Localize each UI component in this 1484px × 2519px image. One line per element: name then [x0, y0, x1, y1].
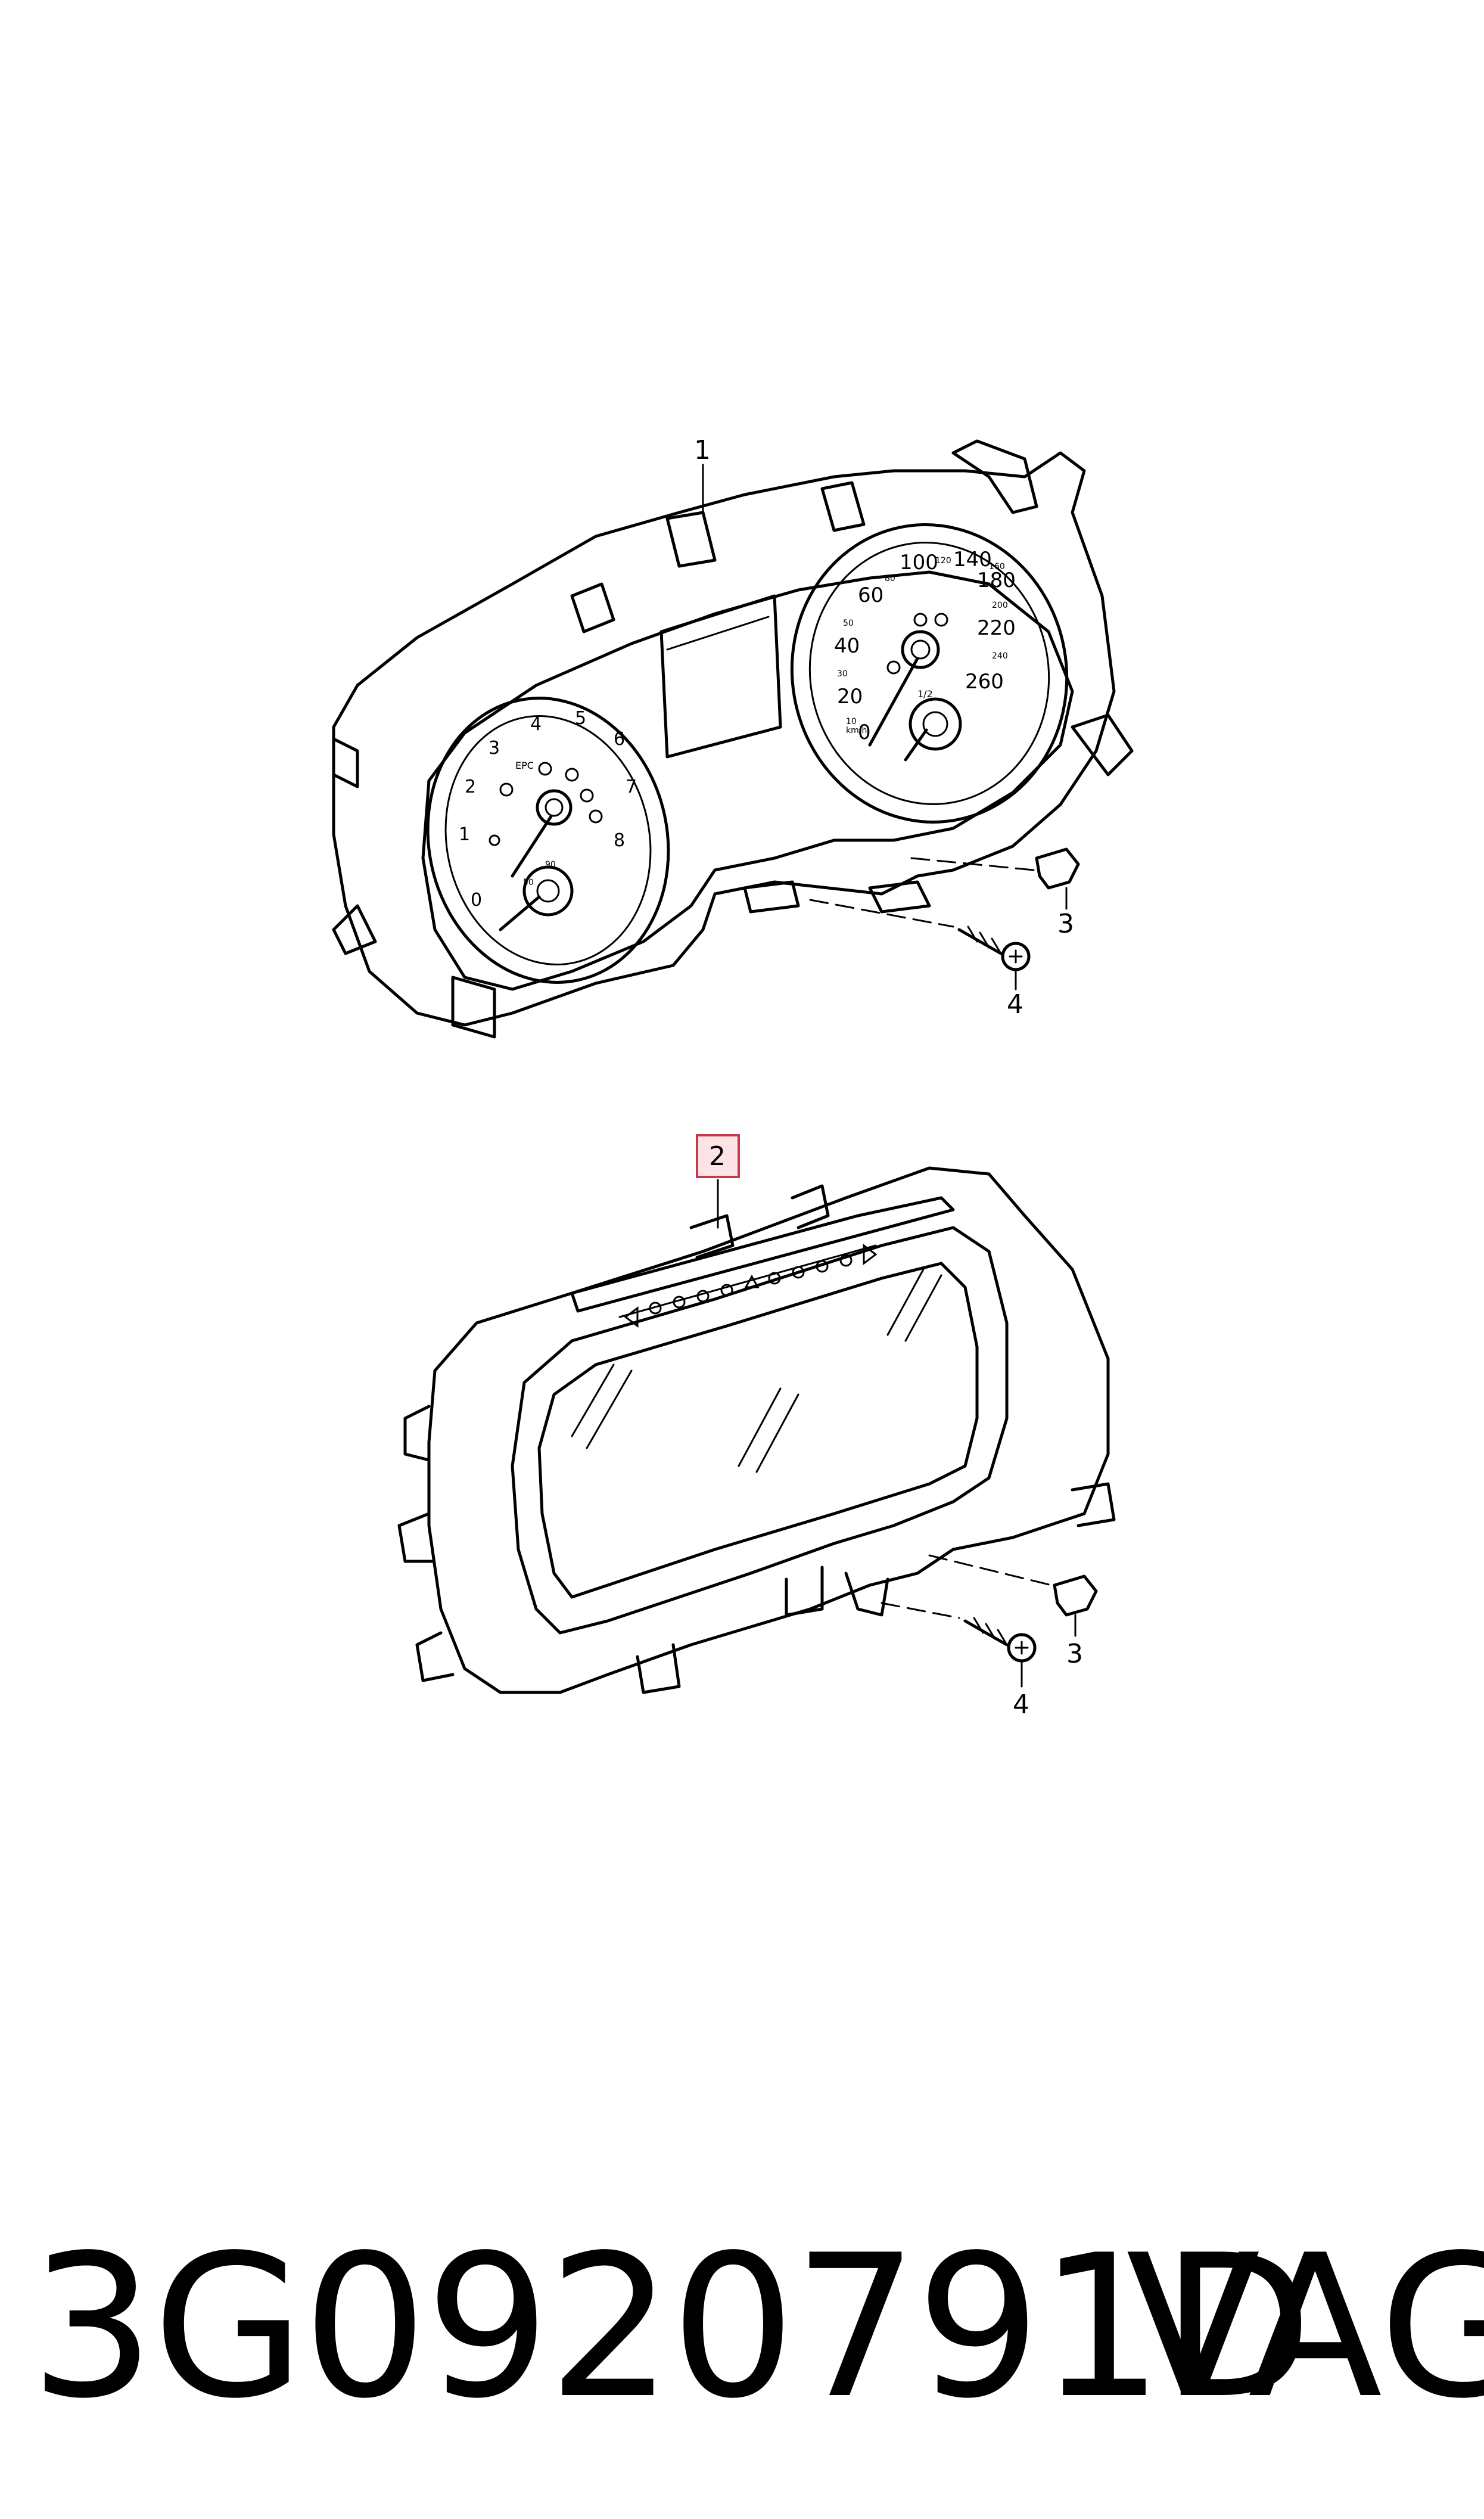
screw	[957, 925, 1031, 971]
tacho-label-0: 0	[471, 890, 482, 911]
analog-instrument-cluster: 0 1 2 3 4 5 6 7 8 EPC 90 50	[332, 439, 1134, 1039]
warning-lamp-icon	[886, 660, 901, 675]
tacho-label-8: 8	[614, 830, 625, 851]
tacho-label-5: 5	[575, 708, 586, 729]
warning-lamp-icon	[839, 1254, 853, 1267]
brand-label: VAG	[1126, 2213, 1484, 2442]
speedo-small-120: 120	[935, 556, 951, 566]
tacho-epc-label: EPC	[515, 760, 534, 771]
tacho-label-7: 7	[626, 776, 637, 797]
warning-lamp-icon	[565, 768, 579, 782]
speedo-small-10: 10	[846, 717, 857, 726]
warning-lamp-icon	[816, 1260, 829, 1273]
part-number: 3G0920791D	[30, 2213, 1312, 2442]
turn-right-icon	[863, 1244, 878, 1265]
speedo-label-20: 20	[837, 685, 863, 709]
warning-lamp-icon	[934, 613, 948, 627]
tacho-label-4: 4	[530, 714, 542, 735]
speedo-label-100: 100	[900, 551, 938, 574]
speedo-small-160: 160	[989, 562, 1005, 571]
callout-4-top: 4	[1007, 989, 1023, 1020]
callout-3-bottom: 3	[1066, 1639, 1083, 1669]
turn-left-icon	[624, 1306, 639, 1328]
screw	[963, 1617, 1037, 1663]
warning-lamp-strip	[624, 1244, 878, 1328]
warning-lamp-icon	[538, 762, 552, 776]
speedo-label-260: 260	[965, 670, 1004, 694]
hazard-icon	[744, 1274, 760, 1288]
retaining-clip	[1053, 1574, 1098, 1617]
speedo-small-30: 30	[837, 669, 848, 679]
airbag-icon	[649, 1302, 662, 1315]
tacho-label-1: 1	[459, 824, 470, 845]
warning-lamp-icon	[913, 613, 928, 627]
tacho-label-3: 3	[489, 738, 500, 759]
speedo-label-40: 40	[834, 634, 860, 658]
speedo-small-200: 200	[992, 601, 1008, 610]
warning-lamp-icon	[720, 1284, 733, 1297]
tacho-sub-90: 90	[545, 860, 556, 869]
speedo-small-240: 240	[992, 651, 1008, 661]
warning-lamp-icon	[489, 834, 500, 846]
warning-lamp-icon	[673, 1296, 686, 1309]
callout-2-highlight	[696, 1134, 740, 1178]
callout-3-top: 3	[1057, 909, 1074, 939]
tacho-sub-50: 50	[523, 878, 534, 887]
warning-lamp-icon	[499, 782, 514, 797]
warning-lamp-icon	[768, 1272, 781, 1285]
digital-instrument-cluster	[397, 1166, 1116, 1694]
retaining-clip	[1035, 847, 1080, 890]
tacho-label-6: 6	[614, 729, 625, 750]
fuel-half-label: 1/2	[917, 688, 933, 700]
warning-lamp-icon	[580, 788, 594, 803]
callout-2: 2	[709, 1141, 726, 1172]
exploded-parts-diagram: 0 1 2 3 4 5 6 7 8 EPC 90 50	[332, 435, 1134, 1720]
warning-lamp-icon	[792, 1266, 805, 1279]
speedo-label-140: 140	[953, 548, 992, 571]
callout-4-bottom: 4	[1013, 1689, 1029, 1720]
tacho-label-2: 2	[465, 776, 476, 797]
tachometer: 0 1 2 3 4 5 6 7 8 EPC 90 50	[426, 697, 670, 984]
speedometer: 0 20 40 60 100 140 180 220 260 10 30 50 …	[790, 523, 1069, 824]
speedo-unit: km/h	[846, 726, 867, 735]
warning-lamp-icon	[696, 1290, 710, 1303]
speedo-label-220: 220	[977, 616, 1016, 640]
speedo-small-80: 80	[885, 574, 895, 583]
speedo-label-60: 60	[858, 583, 883, 607]
speedo-label-180: 180	[977, 569, 1016, 592]
warning-lamp-icon	[589, 809, 603, 824]
callout-1: 1	[694, 435, 711, 465]
speedo-label-0: 0	[858, 720, 871, 744]
speedo-small-50: 50	[843, 619, 854, 628]
